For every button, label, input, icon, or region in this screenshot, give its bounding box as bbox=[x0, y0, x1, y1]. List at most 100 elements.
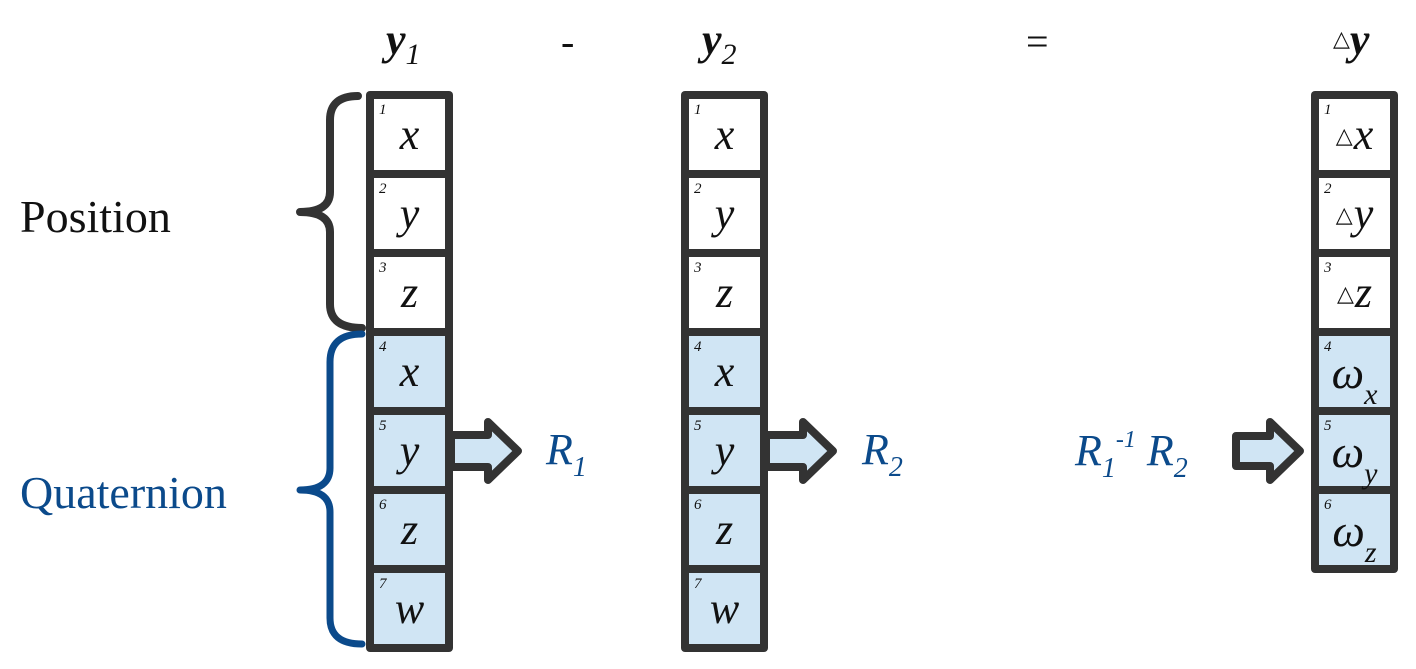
symbol-text: z bbox=[400, 505, 419, 554]
cell-symbol: y bbox=[374, 429, 445, 473]
symbol-text: x bbox=[399, 110, 420, 159]
cell-symbol: ωz bbox=[1319, 508, 1390, 568]
vector-cell: 3△z bbox=[1319, 257, 1390, 328]
header-y1: y1 bbox=[386, 18, 421, 70]
quaternion-brace bbox=[296, 330, 366, 648]
rotation-combined: R1-1 R2 bbox=[1075, 428, 1188, 483]
cell-index: 7 bbox=[379, 576, 387, 592]
cell-index: 7 bbox=[694, 576, 702, 592]
symbol-text: y bbox=[399, 189, 420, 238]
symbol-text: w bbox=[394, 584, 425, 633]
quaternion-label: Quaternion bbox=[20, 467, 227, 518]
cell-symbol: w bbox=[689, 587, 760, 631]
symbol-text: y bbox=[1353, 189, 1374, 238]
cell-index: 5 bbox=[694, 418, 702, 434]
r1-sub: 1 bbox=[572, 452, 587, 483]
r2-sub-combined: 2 bbox=[1173, 453, 1188, 484]
omega-symbol: ω bbox=[1332, 505, 1365, 556]
vector-cell: 1△x bbox=[1319, 99, 1390, 170]
cell-index: 3 bbox=[379, 260, 387, 276]
position-brace bbox=[296, 92, 366, 332]
omega-subscript: z bbox=[1364, 536, 1377, 569]
cell-index: 2 bbox=[694, 181, 702, 197]
omega-subscript: x bbox=[1364, 378, 1378, 411]
arrow-right-icon-combined bbox=[1232, 418, 1304, 484]
omega-symbol: ω bbox=[1331, 426, 1365, 477]
cell-symbol: x bbox=[374, 350, 445, 394]
position-label: Position bbox=[20, 191, 171, 242]
symbol-text: z bbox=[1354, 268, 1373, 317]
cell-symbol: ωy bbox=[1319, 429, 1390, 489]
r2-base: R bbox=[862, 425, 889, 474]
cell-index: 6 bbox=[694, 497, 702, 513]
cell-index: 3 bbox=[1324, 260, 1332, 276]
arrow-right-icon-r2 bbox=[762, 418, 837, 484]
cell-index: 3 bbox=[694, 260, 702, 276]
omega-subscript: y bbox=[1364, 457, 1378, 490]
cell-index: 5 bbox=[1324, 418, 1332, 434]
cell-index: 5 bbox=[379, 418, 387, 434]
cell-index: 2 bbox=[1324, 181, 1332, 197]
cell-symbol: x bbox=[374, 113, 445, 157]
symbol-text: x bbox=[1353, 110, 1374, 159]
header-y2-base: y bbox=[702, 15, 722, 64]
cell-symbol: z bbox=[374, 508, 445, 552]
symbol-text: z bbox=[400, 268, 419, 317]
cell-symbol: z bbox=[689, 508, 760, 552]
rotation-r1: R1 bbox=[546, 428, 587, 482]
r2-base-combined: R bbox=[1146, 426, 1174, 475]
cell-symbol: w bbox=[374, 587, 445, 631]
cell-symbol: x bbox=[689, 113, 760, 157]
cell-symbol: z bbox=[689, 271, 760, 315]
cell-index: 6 bbox=[379, 497, 387, 513]
symbol-text: y bbox=[399, 426, 420, 475]
cell-symbol: y bbox=[689, 192, 760, 236]
cell-index: 4 bbox=[694, 339, 702, 355]
minus-operator: - bbox=[561, 19, 575, 64]
r1-base: R bbox=[546, 425, 573, 474]
r1-inv-sup: -1 bbox=[1115, 427, 1136, 453]
delta-icon: △ bbox=[1335, 123, 1353, 148]
delta-icon: △ bbox=[1336, 281, 1354, 306]
header-y2-sub: 2 bbox=[721, 38, 737, 71]
symbol-text: x bbox=[714, 347, 735, 396]
cell-index: 4 bbox=[1324, 339, 1332, 355]
cell-index: 4 bbox=[379, 339, 387, 355]
cell-symbol: △y bbox=[1319, 192, 1390, 236]
cell-symbol: z bbox=[374, 271, 445, 315]
header-delta-y: △y bbox=[1333, 18, 1369, 62]
rotation-r2: R2 bbox=[862, 428, 903, 482]
symbol-text: z bbox=[715, 268, 734, 317]
header-y1-base: y bbox=[386, 15, 406, 64]
symbol-text: y bbox=[714, 426, 735, 475]
delta-icon: △ bbox=[1333, 26, 1350, 51]
symbol-text: x bbox=[399, 347, 420, 396]
cell-symbol: △z bbox=[1319, 271, 1390, 315]
header-y2: y2 bbox=[702, 18, 737, 70]
arrow-right-icon-r1 bbox=[447, 418, 522, 484]
symbol-text: w bbox=[709, 584, 740, 633]
symbol-text: z bbox=[715, 505, 734, 554]
delta-icon: △ bbox=[1335, 202, 1353, 227]
header-delta-y-base: y bbox=[1349, 15, 1370, 64]
cell-symbol: ωx bbox=[1319, 350, 1390, 410]
cell-symbol: y bbox=[374, 192, 445, 236]
omega-symbol: ω bbox=[1331, 347, 1365, 398]
cell-index: 1 bbox=[379, 102, 387, 118]
